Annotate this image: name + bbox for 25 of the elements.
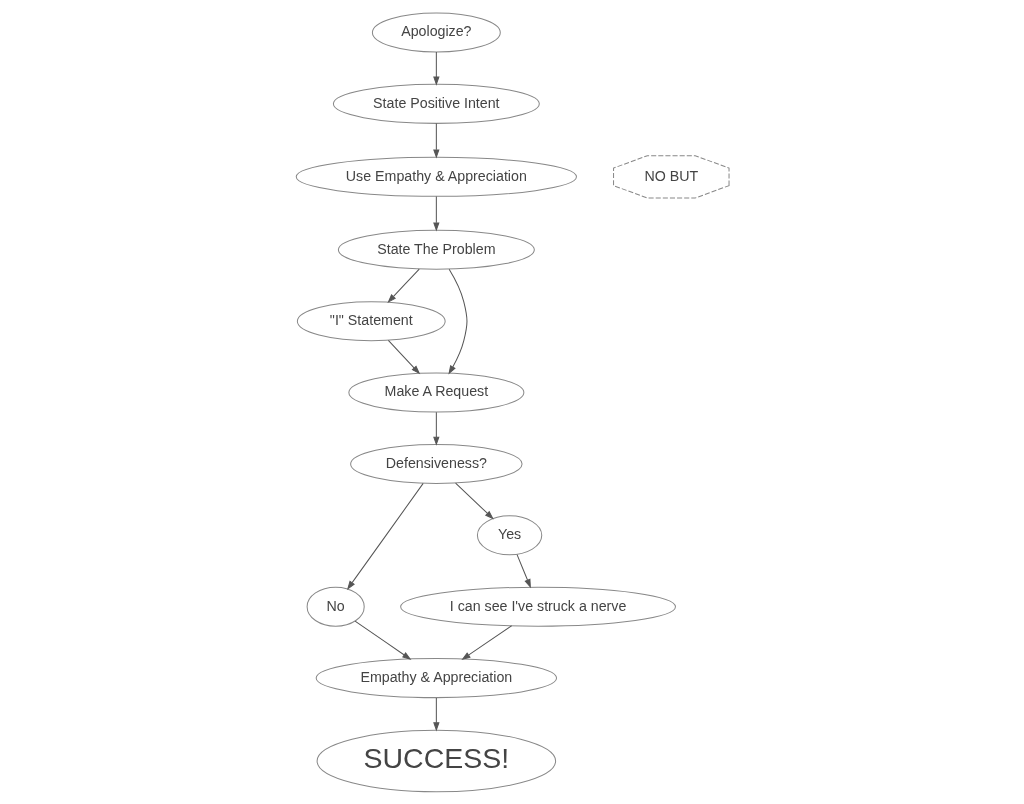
arrow [516,553,531,588]
node-ellipse: I can see I've struck a nerve [399,586,676,627]
node-ellipse: State Positive Intent [332,83,540,124]
arrow [432,122,440,159]
node-ellipse: Defensiveness? [349,443,523,484]
arrow [432,411,440,446]
arrow [432,696,440,731]
node-ellipse: State The Problem [337,229,535,270]
arrow [447,268,467,374]
arrow [432,195,440,232]
node-ellipse: SUCCESS! [316,729,556,792]
arrow [346,482,424,590]
arrow [387,339,420,374]
arrow [460,624,512,660]
node-ellipse: Apologize? [371,11,501,52]
node-ellipse: Make A Request [347,372,524,413]
arrow [454,482,494,519]
node-ellipse: Use Empathy & Appreciation [295,156,577,197]
arrow [386,268,420,303]
arrow [432,51,440,86]
arrow [354,620,411,660]
node-ellipse: No [306,586,365,627]
node-ellipse: Yes [476,514,542,555]
node-ellipse: "I" Statement [296,300,446,341]
node-ellipse: Empathy & Appreciation [315,657,557,698]
